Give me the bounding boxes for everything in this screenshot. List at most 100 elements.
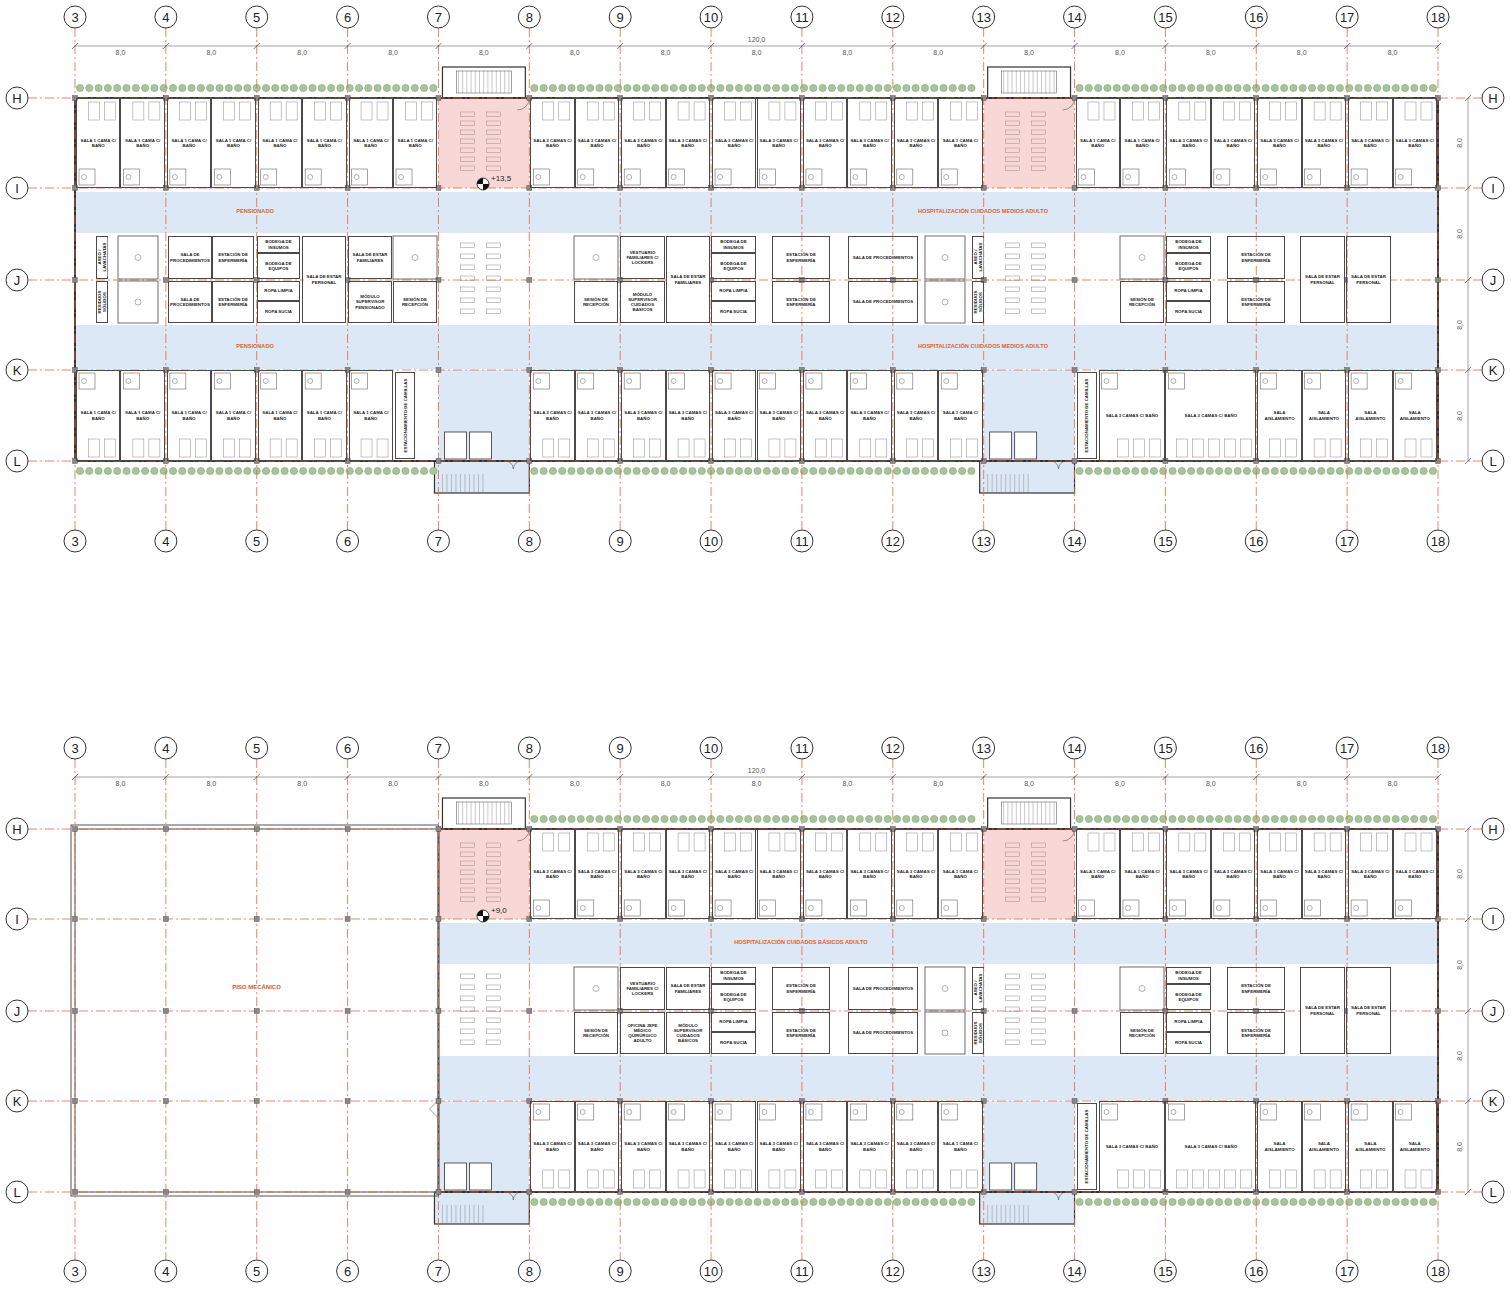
bathroom xyxy=(1351,900,1367,916)
toilet xyxy=(399,175,404,180)
hedge-shrub xyxy=(86,84,93,91)
grid-bubble-label: 6 xyxy=(344,11,351,24)
hedge-shrub xyxy=(856,467,863,474)
bathroom xyxy=(760,1104,776,1120)
toilet xyxy=(536,1110,541,1115)
room-label: SALA 1 CAMA C/ BAÑO xyxy=(168,138,209,148)
waiting-seat xyxy=(486,852,500,857)
bed xyxy=(694,1170,705,1188)
hedge-shrub xyxy=(903,815,910,822)
waiting-seat xyxy=(486,287,500,292)
hedge-shrub xyxy=(1178,815,1185,822)
room-box: SALA 3 CAMAS C/ BAÑO xyxy=(1099,370,1166,461)
dimension-label: 8,0 xyxy=(1456,869,1463,879)
room-box: MÓDULO SUPERVISOR PENSIONADO xyxy=(348,281,392,323)
toilet xyxy=(942,986,948,992)
hedge-shrub xyxy=(577,815,584,822)
grid-bubble xyxy=(1336,737,1358,759)
room-box: ESTACIÓN DE ENFERMERÍA xyxy=(772,967,830,1010)
toilet xyxy=(627,379,632,384)
hedge-shrub xyxy=(1383,84,1390,91)
room-label: SALA 3 CAMAS C/ BAÑO xyxy=(804,1141,845,1151)
waiting-seat xyxy=(460,121,474,126)
hedge-shrub xyxy=(782,815,789,822)
hedge-shrub xyxy=(1420,467,1427,474)
hedge-shrub xyxy=(893,815,900,822)
dimension-label: 8,0 xyxy=(661,49,671,56)
dimension-tick xyxy=(1465,185,1471,191)
waiting-seat xyxy=(1032,897,1046,902)
bed xyxy=(1176,439,1187,457)
dimension-label: 8,0 xyxy=(570,49,580,56)
room-box: SALA 1 CAMA C/ BAÑO xyxy=(211,370,255,461)
waiting-seat xyxy=(460,243,474,248)
bed xyxy=(603,833,614,851)
waiting-seat xyxy=(460,861,474,866)
room-box: SALA 1 CAMA C/ BAÑO xyxy=(938,370,982,461)
room-box: SALA AISLAMIENTO xyxy=(1348,1101,1392,1192)
room-box: SALA AISLAMIENTO xyxy=(1257,1101,1301,1192)
room-label: ESTACIÓN DE ENFERMERÍA xyxy=(214,252,253,262)
stair-tread xyxy=(992,1205,993,1223)
hedge-shrub xyxy=(912,84,919,91)
hedge-shrub xyxy=(179,467,186,474)
hedge-shrub xyxy=(1346,815,1353,822)
room-label: SALA 3 CAMAS C/ BAÑO xyxy=(1394,138,1435,148)
bed xyxy=(1286,439,1297,457)
hedge-shrub xyxy=(540,815,547,822)
room-label: SALA 3 CAMAS C/ BAÑO xyxy=(576,869,617,879)
grid-bubble xyxy=(155,530,177,552)
bed xyxy=(967,1170,978,1188)
hedge-shrub xyxy=(132,467,139,474)
waiting-seat xyxy=(486,996,500,1001)
toilet xyxy=(354,175,359,180)
bed xyxy=(678,833,689,851)
dimension-tick xyxy=(1465,826,1471,832)
hedge-shrub xyxy=(188,84,195,91)
room-label: ESTACIÓN DE ENFERMERÍA xyxy=(1229,297,1284,307)
room-box: ESTACIÓN DE ENFERMERÍA xyxy=(212,236,254,279)
toilet xyxy=(1172,906,1177,911)
bed xyxy=(650,833,661,851)
waiting-seat xyxy=(1032,870,1046,875)
room-box: SALA AISLAMIENTO xyxy=(1348,370,1392,461)
stair-tread xyxy=(1003,802,1004,824)
bed xyxy=(694,833,705,851)
hedge-shrub xyxy=(893,1198,900,1205)
dimension-label: 8,0 xyxy=(297,780,307,787)
bathroom xyxy=(79,373,95,389)
bed xyxy=(270,102,281,120)
narrow-room-box: ESTACIONAMIENTO DE CAMILLAS xyxy=(1077,372,1097,459)
room-label: ROPA LIMPIA xyxy=(1174,288,1202,293)
bed xyxy=(1192,1170,1203,1188)
hedge-shrub xyxy=(1355,1198,1362,1205)
waiting-seat xyxy=(460,1029,474,1034)
dimension-label: 8,0 xyxy=(661,780,671,787)
hedge-shrub xyxy=(1374,84,1381,91)
hedge-shrub xyxy=(642,84,649,91)
room-label: SALA 3 CAMAS C/ BAÑO xyxy=(895,410,936,420)
hedge-shrub xyxy=(1122,84,1129,91)
bed xyxy=(922,833,933,851)
hedge-shrub xyxy=(1169,1198,1176,1205)
dimension-label: 8,0 xyxy=(1456,1051,1463,1061)
waiting-seat xyxy=(460,265,474,270)
bed xyxy=(1405,439,1416,457)
toilet xyxy=(1263,1110,1268,1115)
bed xyxy=(860,439,871,457)
room-box: ROPA LIMPIA xyxy=(1166,1012,1211,1032)
waiting-seat xyxy=(460,254,474,259)
bathroom xyxy=(806,1104,822,1120)
hedge-shrub xyxy=(1420,815,1427,822)
hedge-shrub xyxy=(1271,1198,1278,1205)
bed xyxy=(678,1170,689,1188)
hedge-shrub xyxy=(393,84,400,91)
hedge-shrub xyxy=(838,815,845,822)
grid-bubble xyxy=(1482,177,1504,199)
stair-hall xyxy=(438,98,529,188)
bed xyxy=(1240,439,1251,457)
grid-bubble xyxy=(700,737,722,759)
bed xyxy=(559,439,570,457)
waiting-seat xyxy=(460,870,474,875)
hedge-shrub xyxy=(940,815,947,822)
